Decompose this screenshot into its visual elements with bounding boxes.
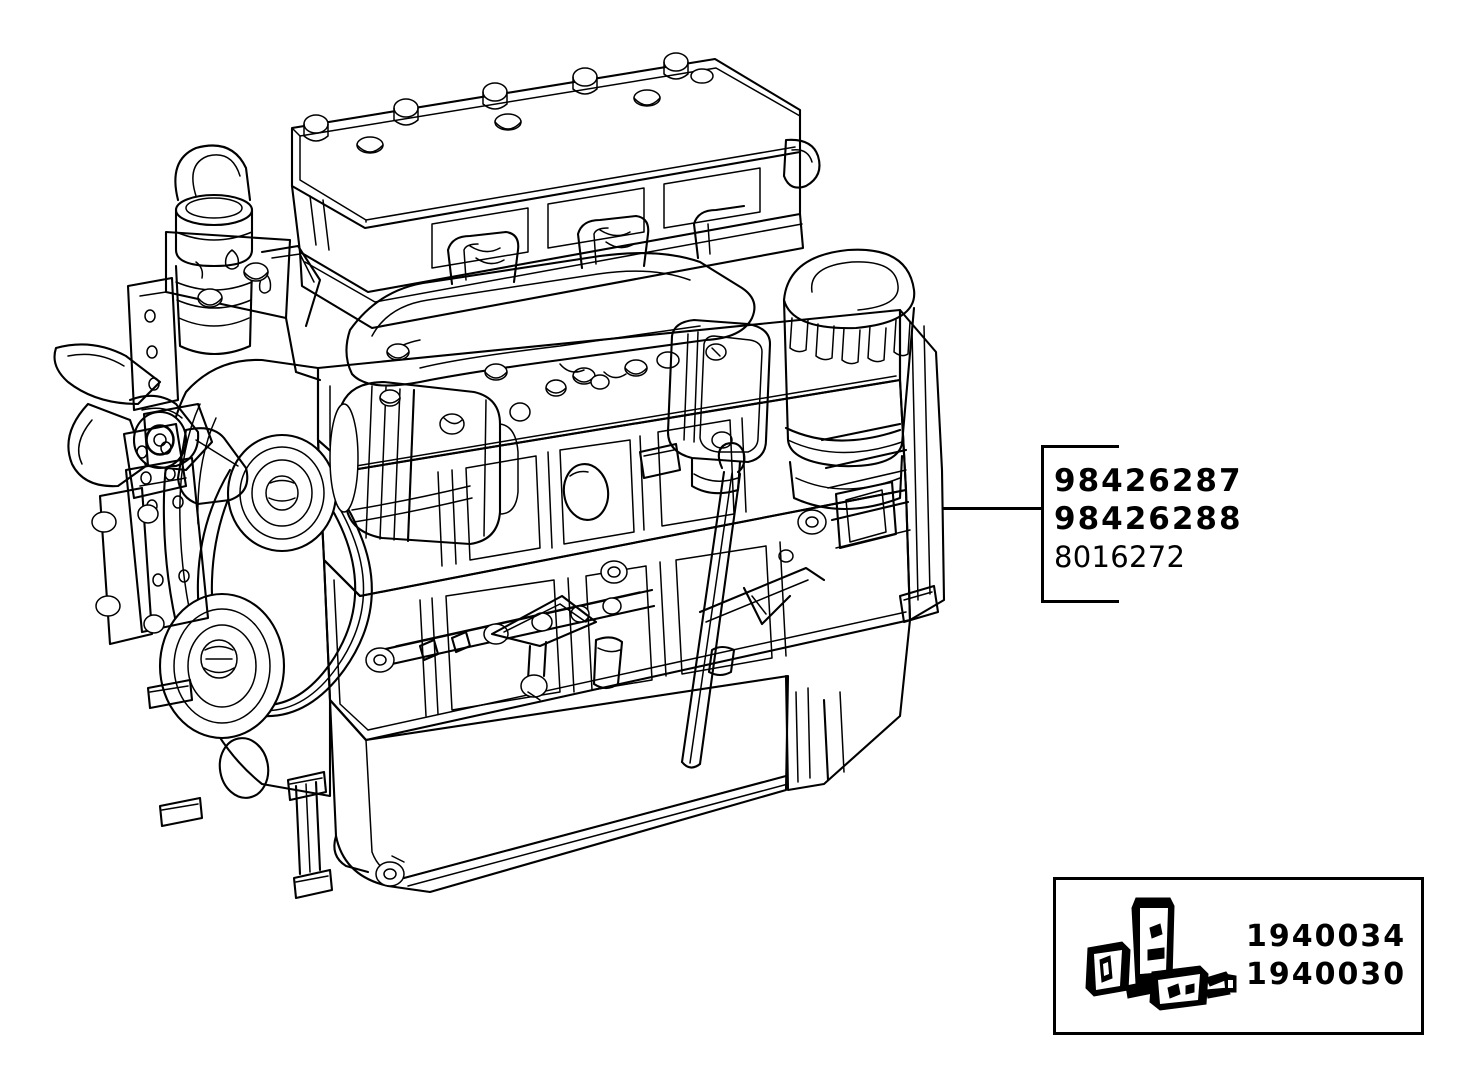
part-number-1940034: 1940034 [1246, 919, 1407, 954]
rocker-cover-bolts [303, 52, 689, 142]
part-number-8016272: 8016272 [1054, 540, 1186, 574]
callout-leader-line [942, 507, 1043, 510]
sensor-switch-detail-box: 1940034 1940030 [1053, 877, 1424, 1035]
manifold-flange-studs [386, 343, 680, 385]
callout-bracket-left-edge [1041, 445, 1044, 603]
sensor-switch-silhouette [1074, 894, 1239, 1016]
block-fittings [351, 402, 682, 584]
flywheel-housing [784, 618, 912, 792]
dipstick-tube [680, 442, 746, 769]
water-pump-pulley [226, 433, 338, 553]
part-number-98426287: 98426287 [1054, 463, 1243, 499]
alternator [329, 380, 519, 546]
fan-shroud-bracket [91, 276, 249, 646]
block-rear-face [698, 308, 946, 626]
callout-number-list: 98426287 98426288 8016272 [1054, 462, 1243, 576]
part-number-1940030: 1940030 [1246, 957, 1407, 992]
cooling-fan [53, 343, 214, 488]
callout-bracket-top-edge [1041, 445, 1119, 448]
engine-part-number-callout: 98426287 98426288 8016272 [1041, 445, 1241, 603]
injection-pump-linkage [365, 588, 656, 701]
air-intake-elbow [174, 144, 254, 355]
oil-filter-canister [782, 248, 916, 510]
part-number-98426288: 98426288 [1054, 501, 1243, 537]
timing-gear-cover [162, 358, 332, 799]
filter-grip-ribs [789, 317, 911, 365]
front-cover-bracketry [164, 230, 322, 382]
oil-filter-head [666, 318, 772, 495]
block-front-studs [146, 678, 334, 900]
engine-assembly-illustration [53, 52, 946, 900]
crankshaft-pulley [158, 592, 286, 740]
cover-face-bolts [356, 68, 714, 154]
oil-pan [328, 674, 790, 894]
head-bolts-row [379, 374, 610, 407]
exhaust-manifold [345, 204, 756, 387]
callout-bracket-bottom-edge [1041, 600, 1119, 603]
callout-bracket [1041, 445, 1241, 603]
inset-number-list: 1940034 1940030 [1246, 918, 1406, 994]
valve-cover-group [290, 52, 821, 330]
